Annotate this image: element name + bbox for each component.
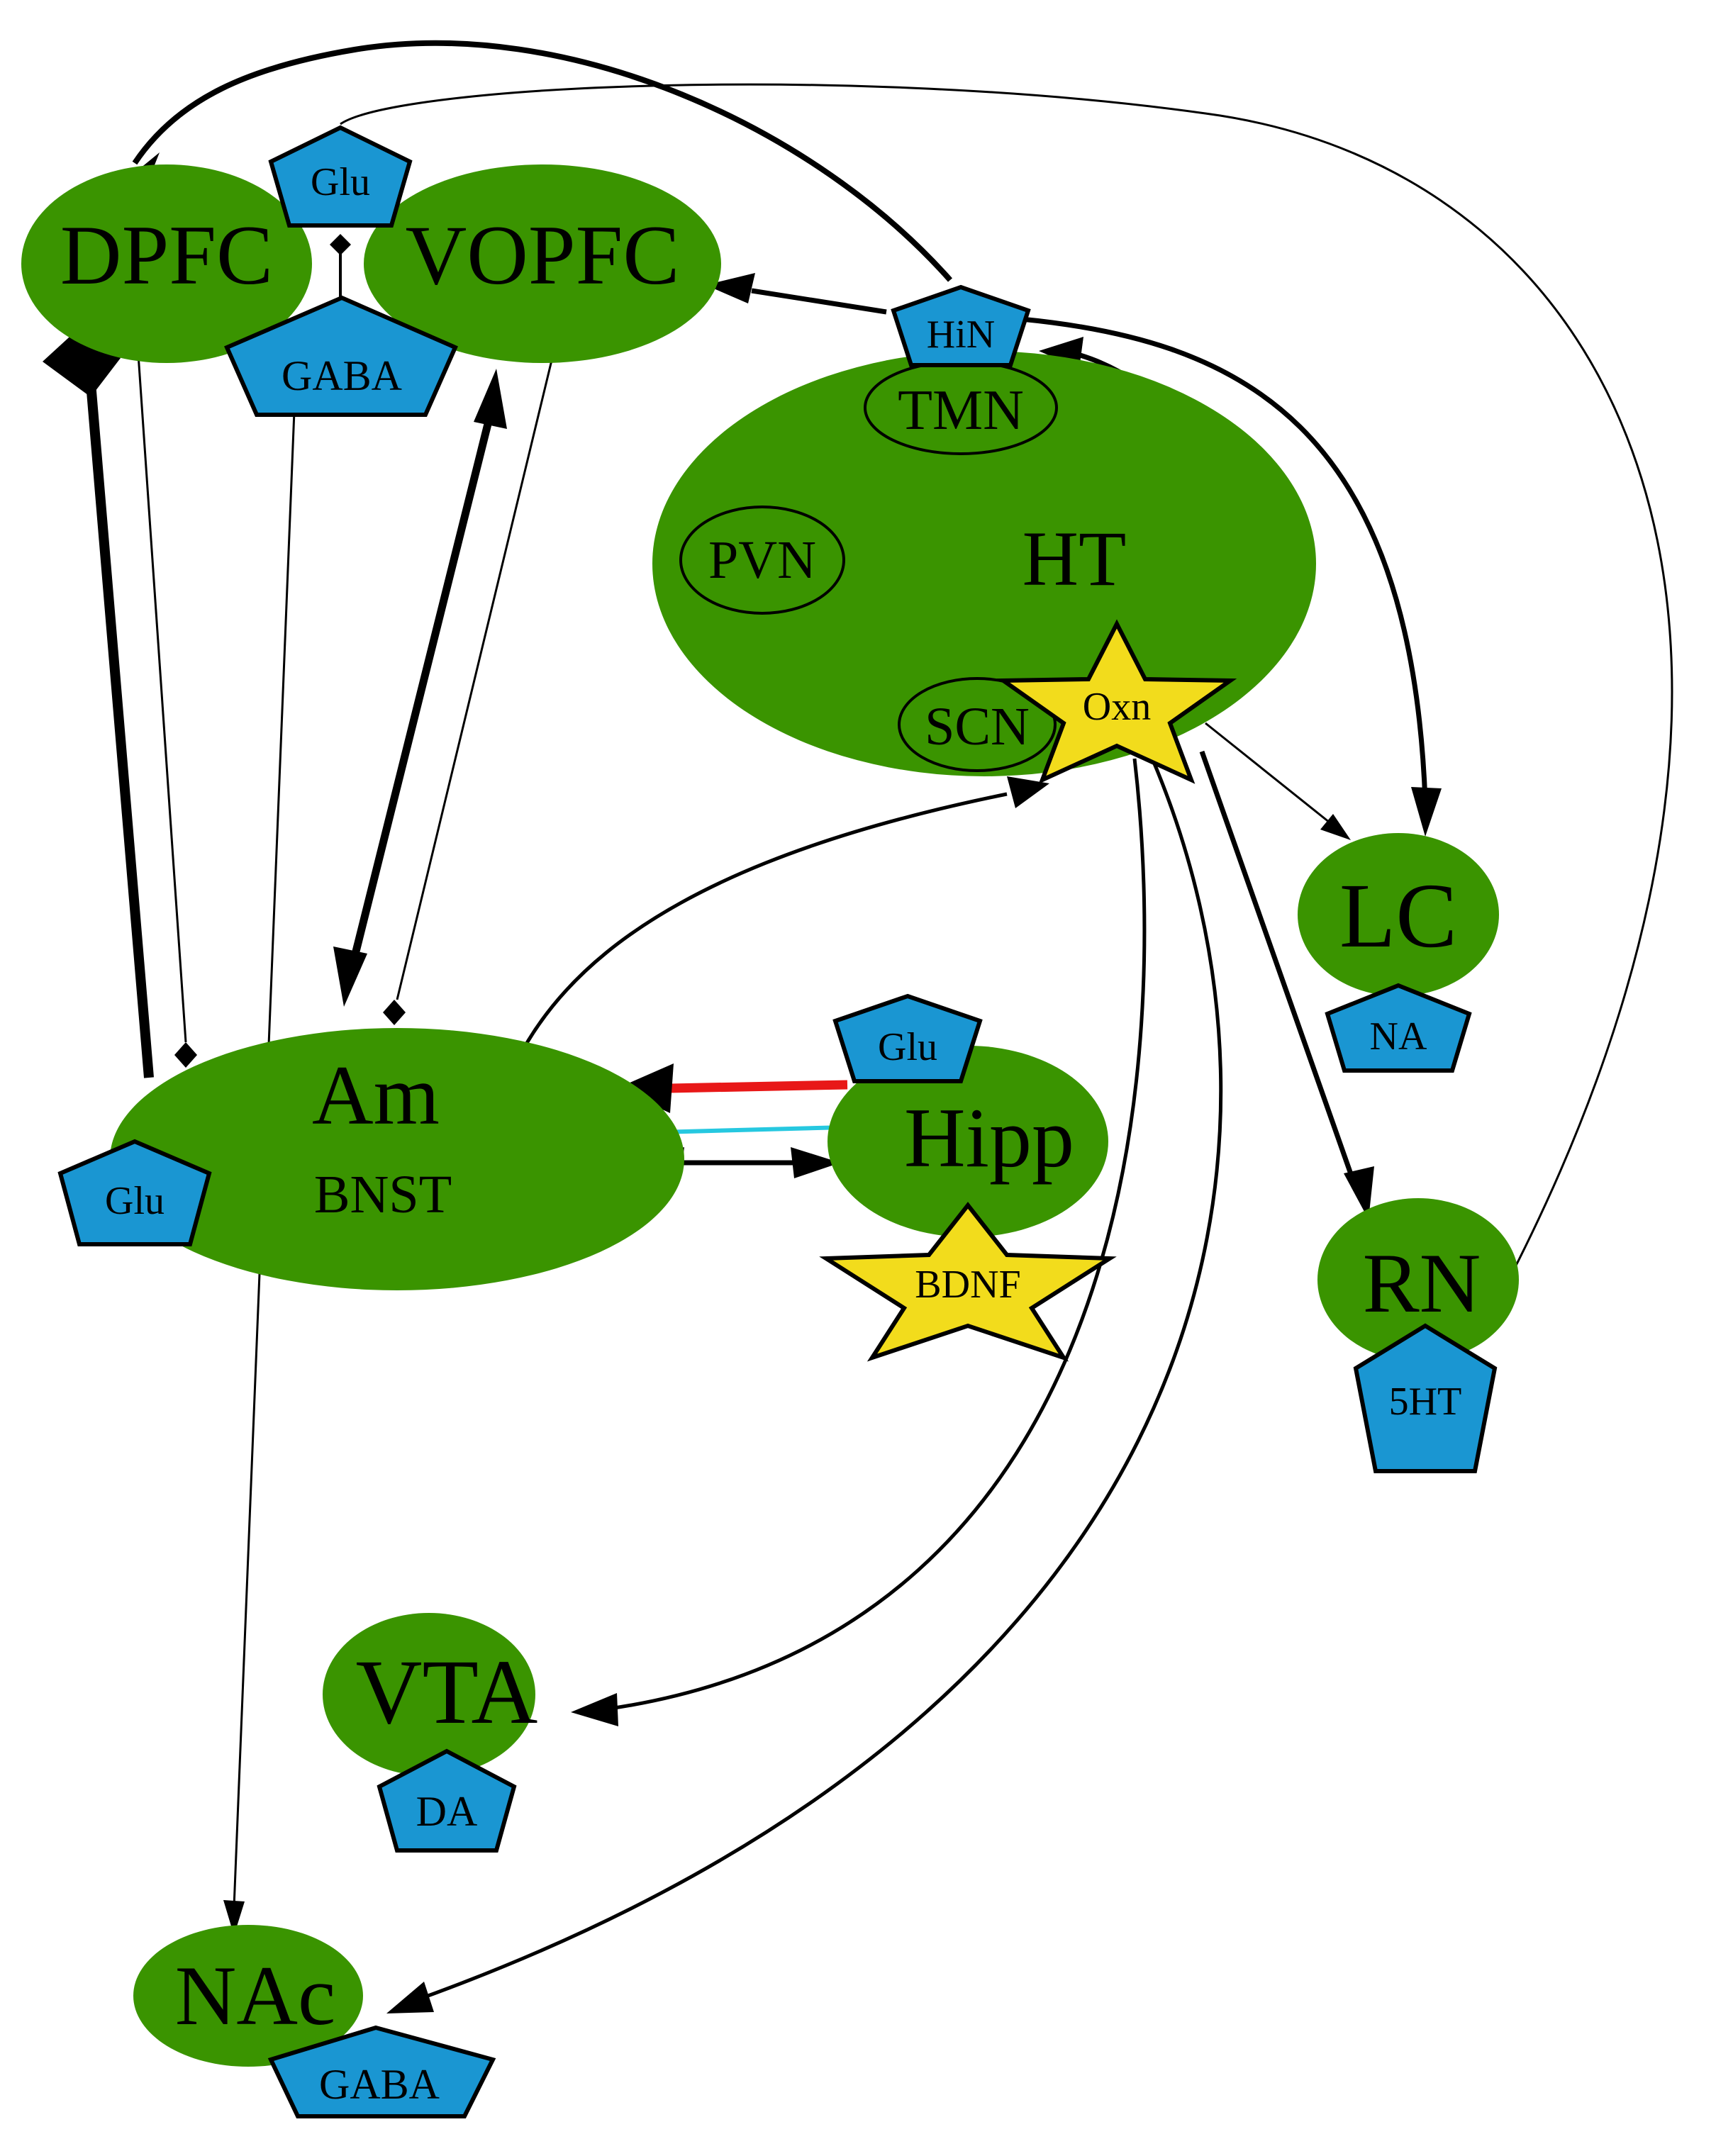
marker-glu-hipp: [832, 993, 983, 1083]
edge-vopfc-to-am-thin: [396, 354, 555, 1000]
arrowhead-nac: [386, 1982, 434, 2013]
arrowhead-nac-top: [223, 1900, 245, 1936]
edge-am-to-dpfc-thick: [86, 382, 154, 1078]
arrowhead-oxn: [1007, 776, 1049, 808]
region-hipp: [828, 1046, 1108, 1237]
edge-hin-to-dpfc: [132, 40, 952, 282]
diamond-am-left: [174, 1042, 197, 1068]
arrowhead-hipp-double: [791, 1147, 840, 1178]
nucleus-pvn: [679, 506, 845, 615]
arrowhead-lc: [1411, 787, 1442, 837]
edge-hin-to-lc: [1020, 316, 1428, 802]
neurotransmitter-markers: Glu GABA HiN NA Glu Glu 5HT DA GABA: [57, 125, 1498, 2118]
marker-gaba-nac-label: GABA: [319, 2061, 440, 2108]
arrowhead-am-red: [617, 1063, 674, 1113]
region-ht: [652, 351, 1316, 776]
label-tmn: TMN: [898, 379, 1024, 442]
marker-hin-label: HiN: [927, 313, 995, 357]
edge-hipp-to-am-cyan: [659, 1125, 845, 1134]
label-vopfc: VOPFC: [406, 208, 680, 302]
label-pvn: PVN: [708, 530, 816, 590]
region-labels: DPFC VOPFC HT TMN PVN SCN LC Am BNST Hip…: [60, 208, 1481, 2043]
arrowhead-vta: [571, 1693, 618, 1726]
connections: [43, 40, 1673, 2013]
region-vta: [323, 1613, 535, 1776]
marker-bdnf: [819, 1202, 1117, 1362]
region-nac: [133, 1925, 363, 2067]
marker-glu-hipp-label: Glu: [878, 1025, 937, 1069]
label-nac: NAc: [175, 1948, 336, 2043]
marker-5ht: [1353, 1323, 1498, 1473]
marker-glu-pfc-label: Glu: [311, 160, 370, 204]
marker-oxn: [996, 619, 1237, 784]
edge-oxn-to-lc: [1205, 722, 1330, 824]
edge-oxn-to-rn: [1199, 750, 1357, 1185]
marker-na: [1325, 983, 1472, 1073]
marker-gaba-nac: [267, 2025, 496, 2118]
edge-pfc-to-rn: [340, 83, 1673, 1291]
label-rn: RN: [1363, 1236, 1481, 1330]
diamond-am-right: [383, 1000, 406, 1025]
marker-5ht-label: 5HT: [1389, 1380, 1462, 1424]
arrowhead-vopfc-up: [474, 369, 507, 429]
nucleus-scn: [898, 677, 1057, 772]
edge-oxn-to-vta: [609, 758, 1147, 1711]
marker-gaba-pfc: [224, 295, 458, 417]
marker-gaba-pfc-label: GABA: [282, 352, 402, 399]
arrowhead-vopfc: [706, 273, 755, 303]
region-rn: [1317, 1198, 1519, 1361]
label-lc: LC: [1339, 865, 1457, 967]
label-ht: HT: [1022, 515, 1127, 602]
edge-hipp-to-am-red: [669, 1080, 848, 1093]
edge-oxn-to-nac: [418, 758, 1223, 2001]
region-dpfc: [21, 164, 312, 363]
marker-glu-am: [57, 1139, 212, 1246]
marker-da-label: DA: [416, 1788, 478, 1835]
region-lc: [1298, 833, 1499, 996]
arrowhead-rn: [1344, 1166, 1374, 1219]
edge-vopfc-am-thick: [350, 417, 494, 959]
label-scn: SCN: [925, 697, 1030, 756]
brain-regions: [21, 164, 1519, 2067]
marker-da: [377, 1748, 517, 1853]
label-dpfc: DPFC: [60, 208, 273, 302]
marker-na-label: NA: [1370, 1015, 1427, 1059]
label-bnst: BNST: [314, 1165, 452, 1224]
marker-glu-pfc: [268, 125, 413, 228]
marker-glu-am-label: Glu: [105, 1179, 165, 1223]
edge-dpfc-to-am-thin: [137, 354, 187, 1043]
label-am: Am: [312, 1048, 440, 1142]
marker-bdnf-label: BDNF: [915, 1263, 1020, 1307]
marker-hin: [891, 284, 1031, 367]
label-hipp: Hipp: [904, 1090, 1074, 1185]
region-vopfc: [364, 164, 721, 363]
edge-hin-to-vopfc: [751, 288, 887, 315]
peptide-markers: Oxn BDNF: [819, 619, 1237, 1362]
region-am: [110, 1028, 684, 1290]
marker-oxn-label: Oxn: [1083, 685, 1151, 729]
diamond-pfc-connector: [330, 234, 351, 255]
label-vta: VTA: [356, 1641, 538, 1743]
arrowhead-am-down: [333, 946, 367, 1007]
arrowhead-lc-thin: [1320, 814, 1351, 840]
